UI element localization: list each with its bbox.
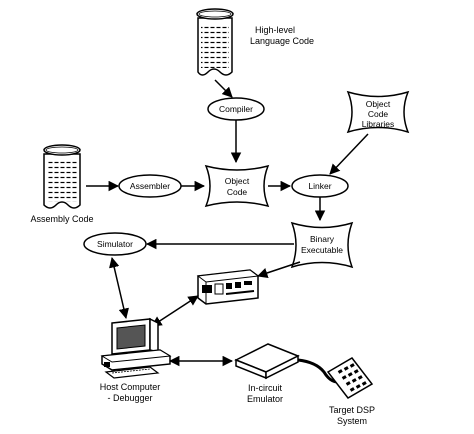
emulator-label-line1: In-circuit: [248, 383, 283, 393]
high-level-code-icon: [196, 8, 234, 76]
hardware-board-icon: [196, 269, 260, 305]
linker-label: Linker: [308, 181, 331, 191]
libraries-label-line1: Object: [366, 99, 391, 109]
emulator-label-line2: Emulator: [247, 394, 283, 404]
assembly-code-icon: [43, 144, 81, 209]
simulator-node: Simulator: [83, 232, 147, 256]
object-code-label-line1: Object: [225, 176, 250, 186]
binary-label-line1: Binary: [310, 234, 335, 244]
object-code-label-line2: Code: [227, 187, 248, 197]
host-computer-icon: [100, 317, 172, 379]
libraries-label-line2: Code: [368, 109, 389, 119]
compiler-node: Compiler: [207, 97, 265, 121]
libraries-label-line3: Libraries: [362, 119, 395, 129]
object-code-node: Object Code: [204, 164, 270, 208]
object-code-libraries-node: Object Code Libraries: [346, 90, 410, 134]
assembly-code-label: Assembly Code: [30, 214, 93, 224]
assembler-label: Assembler: [130, 181, 170, 191]
high-level-label-line1: High-level: [255, 25, 295, 35]
emulator-icon: [234, 343, 300, 380]
binary-executable-node: Binary Executable: [290, 221, 354, 269]
linker-node: Linker: [291, 174, 349, 198]
arrow-binary-to-hardware: [257, 261, 301, 278]
binary-label-line2: Executable: [301, 245, 343, 255]
assembler-node: Assembler: [118, 174, 182, 198]
arrow-libraries-to-linker: [329, 133, 369, 175]
arrow-code-to-compiler: [214, 79, 233, 98]
arrow-simulator-host: [109, 256, 129, 320]
high-level-label-line2: Language Code: [250, 36, 314, 46]
target-dsp-label-line2: System: [337, 416, 367, 426]
simulator-label: Simulator: [97, 239, 133, 249]
host-computer-label-line1: Host Computer: [100, 382, 161, 392]
arrow-hardware-host: [151, 295, 199, 327]
compiler-label: Compiler: [219, 104, 253, 114]
target-dsp-icon: [326, 357, 374, 399]
emulator-cable: [297, 358, 339, 384]
target-dsp-label-line1: Target DSP: [329, 405, 375, 415]
host-computer-label-line2: - Debugger: [107, 393, 152, 403]
